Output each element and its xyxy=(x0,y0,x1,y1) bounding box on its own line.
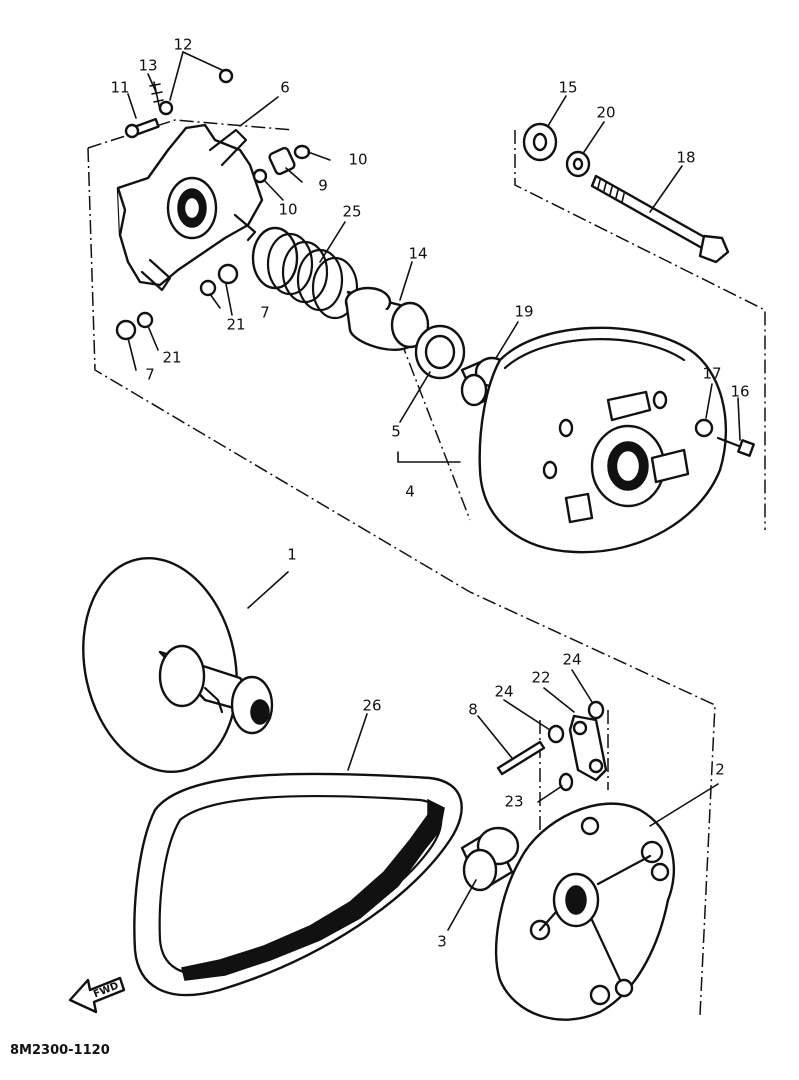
callout-22: 22 xyxy=(531,669,550,687)
washer-24a xyxy=(587,700,605,720)
fixed-sheave xyxy=(82,557,274,773)
callout-3: 3 xyxy=(437,933,447,951)
callout-14: 14 xyxy=(408,245,427,263)
bushing-3 xyxy=(460,826,520,892)
callout-1: 1 xyxy=(287,546,297,564)
callout-21b: 21 xyxy=(162,349,181,367)
forward-direction-arrow: FWD xyxy=(68,976,126,1014)
sleeve xyxy=(344,286,430,351)
callout-8: 8 xyxy=(468,701,478,719)
spider-fasteners xyxy=(115,68,311,341)
spider-assembly xyxy=(116,123,264,292)
callout-26: 26 xyxy=(362,697,381,715)
callout-18: 18 xyxy=(676,149,695,167)
callout-10b: 10 xyxy=(278,201,297,219)
bushing-5 xyxy=(414,324,466,380)
bolt-16 xyxy=(716,436,755,457)
cam-arm-22 xyxy=(568,714,608,782)
spring xyxy=(251,226,359,320)
callout-15: 15 xyxy=(558,79,577,97)
washer-15 xyxy=(522,122,558,162)
callout-11: 11 xyxy=(110,79,129,97)
callout-2: 2 xyxy=(715,761,725,779)
callout-7a: 7 xyxy=(260,304,270,322)
callout-21a: 21 xyxy=(226,316,245,334)
washer-24b xyxy=(547,724,565,744)
callout-24b: 24 xyxy=(562,651,581,669)
assembly-boundary-lines xyxy=(87,119,766,1016)
drawing-code: 8M2300-1120 xyxy=(10,1043,110,1058)
roller-23 xyxy=(558,772,574,792)
callout-23: 23 xyxy=(504,793,523,811)
callout-13: 13 xyxy=(138,57,157,75)
callout-5: 5 xyxy=(391,423,401,441)
leader-lines xyxy=(127,51,741,931)
callout-4: 4 xyxy=(405,483,415,501)
callout-12: 12 xyxy=(173,36,192,54)
drive-belt xyxy=(133,772,463,997)
callout-25: 25 xyxy=(342,203,361,221)
callout-10a: 10 xyxy=(348,151,367,169)
callout-19: 19 xyxy=(514,303,533,321)
movable-sheave xyxy=(478,326,728,554)
washer-17 xyxy=(694,418,714,438)
callout-17: 17 xyxy=(702,365,721,383)
callout-24a: 24 xyxy=(494,683,513,701)
pin-8 xyxy=(496,740,546,776)
callout-20: 20 xyxy=(596,104,615,122)
cam-plate xyxy=(494,802,675,1021)
washer-20 xyxy=(565,150,591,178)
callout-labels: 1 2 3 4 5 6 7 7 8 9 10 10 11 12 13 14 15… xyxy=(110,36,749,951)
bolt-18 xyxy=(590,174,730,264)
callout-16: 16 xyxy=(730,383,749,401)
callout-7b: 7 xyxy=(145,366,155,384)
callout-6: 6 xyxy=(280,79,290,97)
callout-9: 9 xyxy=(318,177,328,195)
